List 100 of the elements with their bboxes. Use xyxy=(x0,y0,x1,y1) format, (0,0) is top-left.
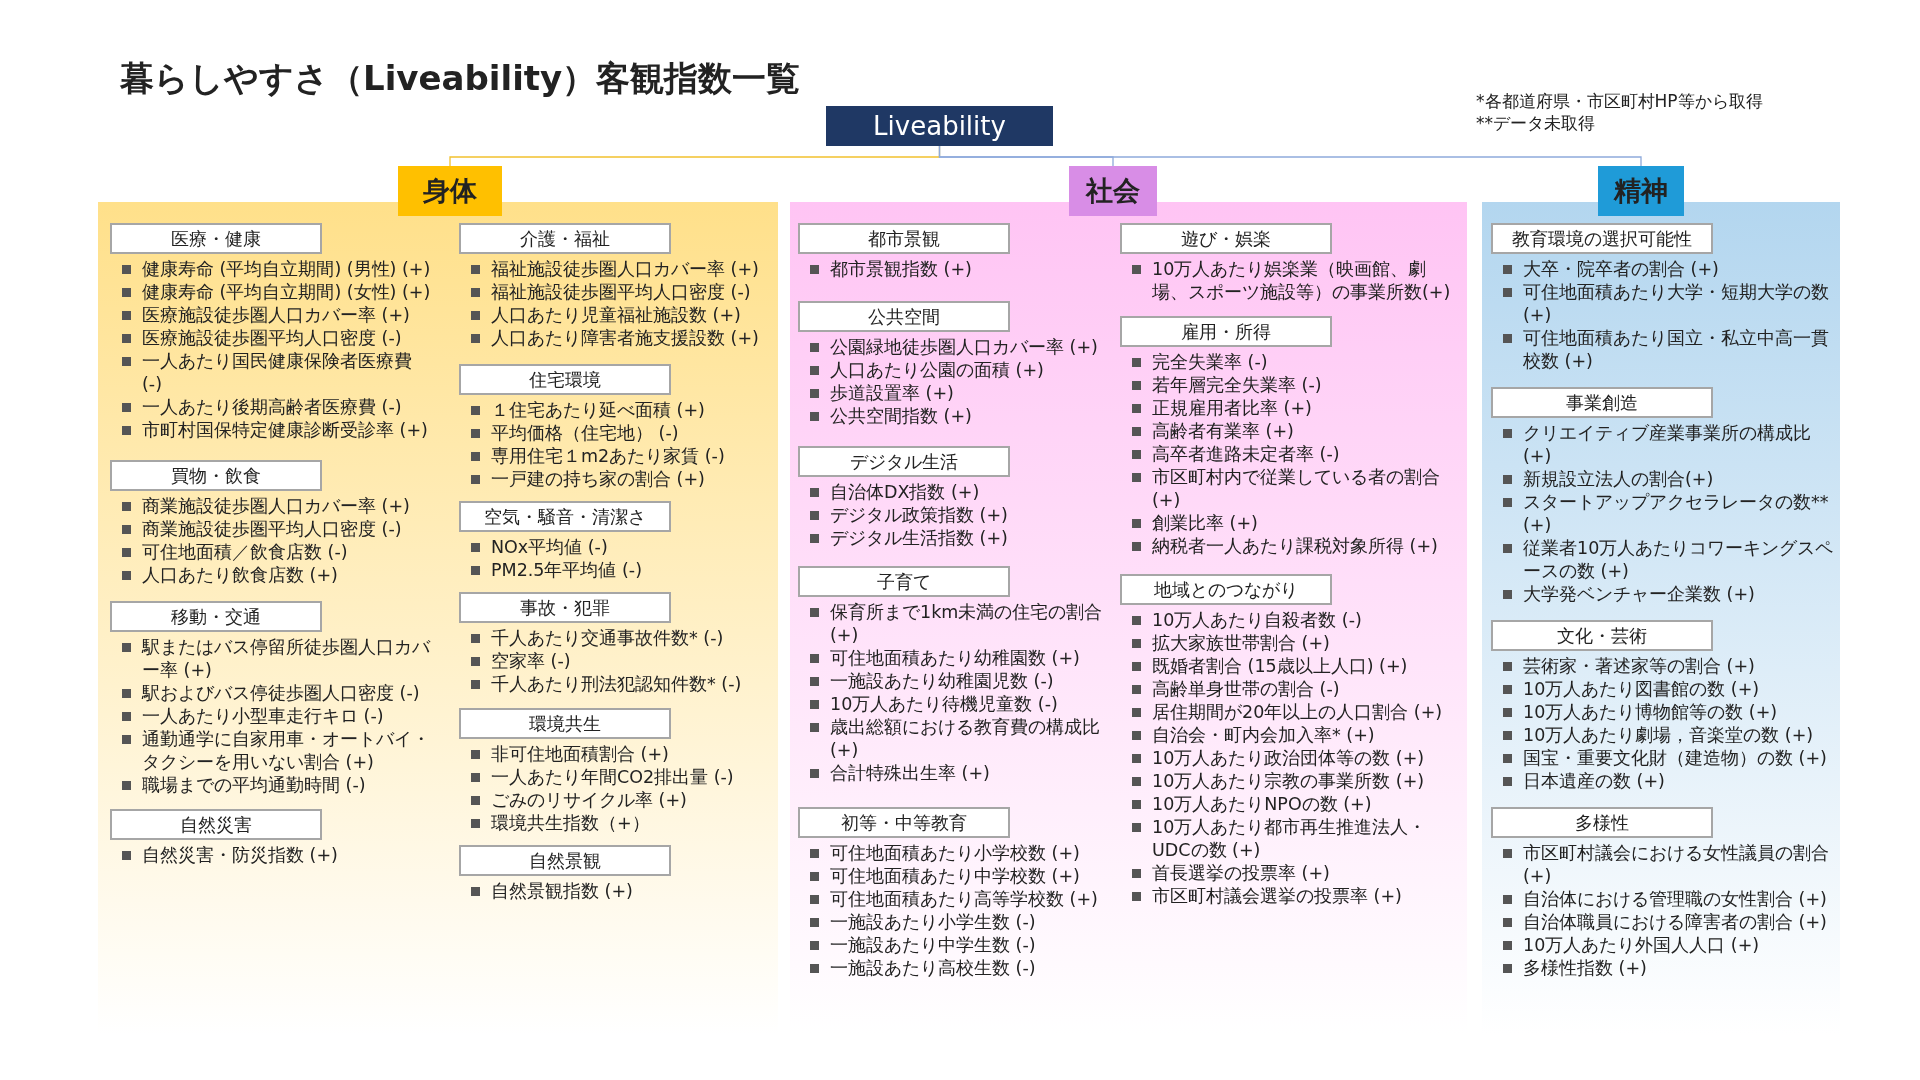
indicator-item: 可住地面積／飲食店数 (-) xyxy=(110,541,432,564)
title: 暮らしやすさ（Liveability）客観指数一覧 xyxy=(120,57,801,100)
indicator-item: 完全失業率 (-) xyxy=(1120,351,1462,374)
indicator-item: 10万人あたり娯楽業（映画館、劇場、スポーツ施設等）の事業所数(+) xyxy=(1120,258,1462,304)
indicator-item: 高齢単身世帯の割合 (-) xyxy=(1120,678,1462,701)
footnote: *各都道府県・市区町村HP等から取得 xyxy=(1476,90,1763,113)
indicator-item: 10万人あたり都市再生推進法人・UDCの数 (+) xyxy=(1120,816,1462,862)
indicator-item: 10万人あたり待機児童数 (-) xyxy=(798,693,1120,716)
indicator-item: 一施設あたり中学生数 (-) xyxy=(798,934,1120,957)
indicator-item: 新規設立法人の割合(+) xyxy=(1491,468,1839,491)
indicator-item: 従業者10万人あたりコワーキングスペースの数 (+) xyxy=(1491,537,1839,583)
category-header: 住宅環境 xyxy=(459,364,671,395)
indicator-item: 自治体DX指数 (+) xyxy=(798,481,1120,504)
connector-line xyxy=(938,145,1642,167)
indicator-item: 日本遺産の数 (+) xyxy=(1491,770,1839,793)
indicator-item: 可住地面積あたり中学校数 (+) xyxy=(798,865,1120,888)
indicator-item: 大学発ベンチャー企業数 (+) xyxy=(1491,583,1839,606)
category-header: 自然景観 xyxy=(459,845,671,876)
indicator-item: 正規雇用者比率 (+) xyxy=(1120,397,1462,420)
category-header: 初等・中等教育 xyxy=(798,807,1010,838)
indicator-item: 一人あたり後期高齢者医療費 (-) xyxy=(110,396,432,419)
indicator-item: 人口あたり児童福祉施設数 (+) xyxy=(459,304,771,327)
category-header: 文化・芸術 xyxy=(1491,620,1713,651)
category-header: 教育環境の選択可能性 xyxy=(1491,223,1713,254)
indicator-item: 芸術家・著述家等の割合 (+) xyxy=(1491,655,1839,678)
indicator-item: 人口あたり障害者施支援設数 (+) xyxy=(459,327,771,350)
indicator-item: 商業施設徒歩圏平均人口密度 (-) xyxy=(110,518,432,541)
category-header: 地域とのつながり xyxy=(1120,574,1332,605)
indicator-item: PM2.5年平均値 (-) xyxy=(459,559,771,582)
indicator-item: 非可住地面積割合 (+) xyxy=(459,743,771,766)
indicator-item: 10万人あたり政治団体等の数 (+) xyxy=(1120,747,1462,770)
category-header: 医療・健康 xyxy=(110,223,322,254)
indicator-item: 空家率 (-) xyxy=(459,650,771,673)
category-header: 自然災害 xyxy=(110,809,322,840)
indicator-item: 自然災害・防災指数 (+) xyxy=(110,844,432,867)
category-tab: 社会 xyxy=(1069,166,1157,216)
indicator-item: 10万人あたり宗教の事業所数 (+) xyxy=(1120,770,1462,793)
indicator-item: 千人あたり交通事故件数* (-) xyxy=(459,627,771,650)
indicator-item: 居住期間が20年以上の人口割合 (+) xyxy=(1120,701,1462,724)
indicator-item: 首長選挙の投票率 (+) xyxy=(1120,862,1462,885)
indicator-item: 一人あたり年間CO2排出量 (-) xyxy=(459,766,771,789)
indicator-item: １住宅あたり延べ面積 (+) xyxy=(459,399,771,422)
indicator-item: 可住地面積あたり小学校数 (+) xyxy=(798,842,1120,865)
indicator-item: 公園緑地徒歩圏人口カバー率 (+) xyxy=(798,336,1120,359)
indicator-item: 拡大家族世帯割合 (+) xyxy=(1120,632,1462,655)
indicator-item: デジタル政策指数 (+) xyxy=(798,504,1120,527)
indicator-item: 10万人あたり外国人人口 (+) xyxy=(1491,934,1839,957)
indicator-item: 市区町村内で従業している者の割合 (+) xyxy=(1120,466,1462,512)
category-header: 移動・交通 xyxy=(110,601,322,632)
indicator-item: 高齢者有業率 (+) xyxy=(1120,420,1462,443)
indicator-item: 10万人あたり博物館等の数 (+) xyxy=(1491,701,1839,724)
indicator-item: 可住地面積あたり高等学校数 (+) xyxy=(798,888,1120,911)
indicator-item: 若年層完全失業率 (-) xyxy=(1120,374,1462,397)
indicator-item: スタートアップアクセラレータの数** (+) xyxy=(1491,491,1839,537)
category-header: 事故・犯罪 xyxy=(459,592,671,623)
indicator-item: 市町村国保特定健康診断受診率 (+) xyxy=(110,419,432,442)
category-header: 公共空間 xyxy=(798,301,1010,332)
indicator-item: ごみのリサイクル率 (+) xyxy=(459,789,771,812)
indicator-item: 専用住宅１m2あたり家賃 (-) xyxy=(459,445,771,468)
indicator-item: 可住地面積あたり幼稚園数 (+) xyxy=(798,647,1120,670)
indicator-item: 都市景観指数 (+) xyxy=(798,258,1120,281)
indicator-item: 国宝・重要文化財（建造物）の数 (+) xyxy=(1491,747,1839,770)
indicator-item: NOx平均値 (-) xyxy=(459,536,771,559)
indicator-item: 福祉施設徒歩圏平均人口密度 (-) xyxy=(459,281,771,304)
root-box: Liveability xyxy=(826,106,1053,146)
footnote: **データ未取得 xyxy=(1476,112,1595,135)
category-tab: 精神 xyxy=(1598,166,1684,216)
indicator-item: 市区町村議会における女性議員の割合 (+) xyxy=(1491,842,1839,888)
indicator-item: 大卒・院卒者の割合 (+) xyxy=(1491,258,1839,281)
indicator-item: 一人あたり国民健康保険者医療費 (-) xyxy=(110,350,432,396)
category-header: 雇用・所得 xyxy=(1120,316,1332,347)
category-tab: 身体 xyxy=(398,166,502,216)
indicator-item: 自然景観指数 (+) xyxy=(459,880,771,903)
category-header: 遊び・娯楽 xyxy=(1120,223,1332,254)
category-header: 多様性 xyxy=(1491,807,1713,838)
indicator-item: 歳出総額における教育費の構成比 (+) xyxy=(798,716,1120,762)
category-header: 都市景観 xyxy=(798,223,1010,254)
indicator-item: 可住地面積あたり国立・私立中高一貫校数 (+) xyxy=(1491,327,1839,373)
indicator-item: 市区町村議会選挙の投票率 (+) xyxy=(1120,885,1462,908)
category-header: 買物・飲食 xyxy=(110,460,322,491)
indicator-item: 職場までの平均通勤時間 (-) xyxy=(110,774,432,797)
indicator-item: クリエイティブ産業事業所の構成比 (+) xyxy=(1491,422,1839,468)
indicator-item: 人口あたり飲食店数 (+) xyxy=(110,564,432,587)
indicator-item: 千人あたり刑法犯認知件数* (-) xyxy=(459,673,771,696)
indicator-item: 自治体職員における障害者の割合 (+) xyxy=(1491,911,1839,934)
indicator-item: 通勤通学に自家用車・オートバイ・タクシーを用いない割合 (+) xyxy=(110,728,432,774)
indicator-item: 可住地面積あたり大学・短期大学の数 (+) xyxy=(1491,281,1839,327)
category-header: 空気・騒音・清潔さ xyxy=(459,501,671,532)
indicator-item: デジタル生活指数 (+) xyxy=(798,527,1120,550)
indicator-item: 一施設あたり高校生数 (-) xyxy=(798,957,1120,980)
indicator-item: 自治会・町内会加入率* (+) xyxy=(1120,724,1462,747)
indicator-item: 医療施設徒歩圏人口カバー率 (+) xyxy=(110,304,432,327)
indicator-item: 10万人あたり自殺者数 (-) xyxy=(1120,609,1462,632)
category-header: 事業創造 xyxy=(1491,387,1713,418)
indicator-item: 健康寿命 (平均自立期間) (女性) (+) xyxy=(110,281,432,304)
indicator-item: 10万人あたりNPOの数 (+) xyxy=(1120,793,1462,816)
indicator-item: 商業施設徒歩圏人口カバー率 (+) xyxy=(110,495,432,518)
indicator-item: 福祉施設徒歩圏人口カバー率 (+) xyxy=(459,258,771,281)
indicator-item: 一施設あたり小学生数 (-) xyxy=(798,911,1120,934)
indicator-item: 既婚者割合 (15歳以上人口) (+) xyxy=(1120,655,1462,678)
